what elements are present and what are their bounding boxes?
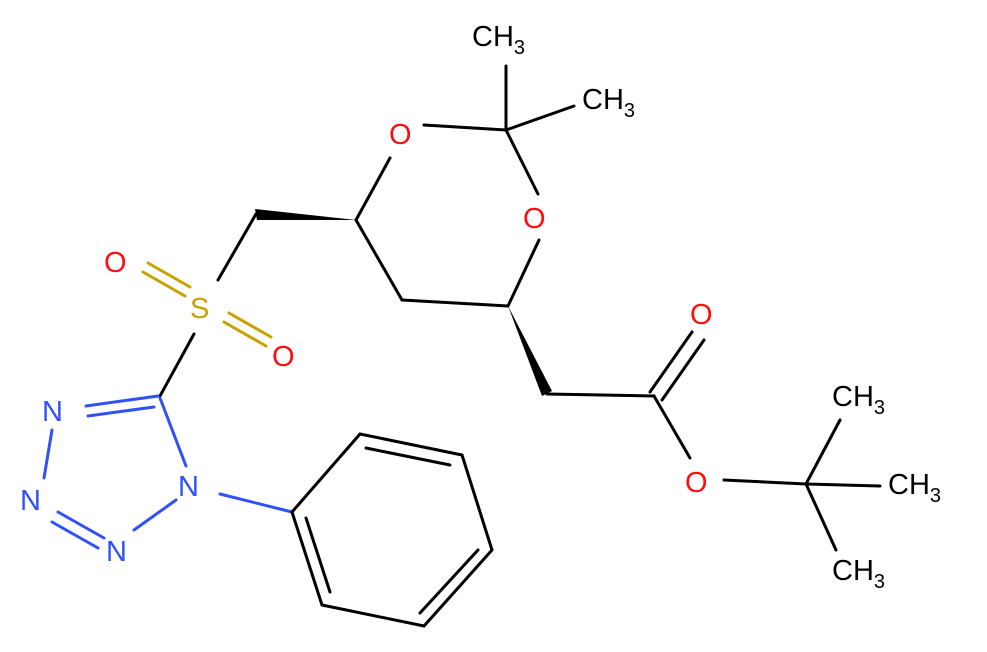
bond-N4-N3 <box>42 428 54 480</box>
bond-O2-ringC3 <box>506 238 541 308</box>
bond-ph-1 <box>290 432 362 514</box>
bond-ph-6 <box>290 510 324 607</box>
bond-O1-Cq <box>422 123 508 132</box>
bonds-ester <box>545 330 882 552</box>
bond-C5-N4-a <box>84 394 160 408</box>
bond-ph-3 <box>460 453 494 552</box>
atom-o-sulfonyl-right: O <box>272 341 295 373</box>
bond-C-O-ester <box>652 394 692 460</box>
atom-o-sulfonyl-left: O <box>104 247 127 279</box>
bond-CH2-S <box>216 212 258 282</box>
atom-ch3-tbu-mid: CH3 <box>888 469 941 507</box>
bond-N1-C5 <box>158 396 188 468</box>
atom-labels: O O CH3 CH3 S O O N N N N O O CH3 CH3 CH… <box>20 21 941 593</box>
bond-ph-4 <box>422 548 494 628</box>
bond-ph-inner-3 <box>304 516 332 594</box>
atom-ch3-tbu-top: CH3 <box>832 381 885 419</box>
bond-N2-N1 <box>132 498 178 532</box>
bond-CH2-Ccarbonyl <box>545 392 656 398</box>
bond-S-C5 <box>158 332 196 398</box>
bond-ringC3-CH2 <box>400 298 510 308</box>
wedge-bond-ringC3-CH2CO <box>508 306 552 396</box>
bond-CH2-ringC1 <box>354 218 404 302</box>
bonds-dioxane-ring <box>354 123 541 308</box>
atom-ch3-tbu-bottom: CH3 <box>832 555 885 593</box>
bonds-sulfonyl <box>141 212 273 398</box>
bond-N3-N2-b <box>50 520 100 550</box>
bond-S-O-left-a <box>141 270 187 298</box>
bond-ringC1-O1 <box>354 156 392 222</box>
bond-S-O-left-b <box>146 261 192 289</box>
atom-n-tetrazole-mid: N <box>20 485 41 517</box>
bonds-phenyl <box>218 432 494 628</box>
bond-C-O-carbonyl-b <box>660 338 706 402</box>
bond-S-O-right-a <box>222 320 268 348</box>
bond-Ctbu-CH3-mid <box>804 482 882 488</box>
atom-n-tetrazole-phenyl: N <box>178 471 199 503</box>
atom-o-ring-top: O <box>389 119 412 151</box>
bond-S-O-right-b <box>227 311 273 339</box>
atom-o-carbonyl: O <box>690 299 713 331</box>
atom-n-tetrazole-bottom: N <box>106 536 127 568</box>
atom-o-ring-right: O <box>523 203 546 235</box>
wedge-bond-ringC1-CH2S <box>255 209 356 220</box>
bond-ph-5 <box>320 603 426 628</box>
bond-C-O-carbonyl-a <box>648 330 694 394</box>
bond-ph-2 <box>358 432 464 457</box>
bond-C5-N4-b <box>86 405 156 418</box>
atom-n-tetrazole-top: N <box>42 396 63 428</box>
atom-sulfur: S <box>190 293 209 325</box>
bond-Ctbu-CH3-top <box>804 418 842 486</box>
bond-Cq-CH3-right <box>504 104 576 132</box>
atom-o-ester: O <box>685 467 708 499</box>
bond-O-Ctbu <box>722 478 808 486</box>
bond-ph-inner-1 <box>364 446 452 467</box>
bond-N1-Cipso <box>218 492 294 514</box>
bonds-tetrazole <box>42 394 188 550</box>
bond-Ctbu-CH3-bottom <box>804 482 838 552</box>
bonds-gem-dimethyl <box>504 64 576 132</box>
atom-ch3-top: CH3 <box>472 21 525 59</box>
bond-Cq-O2 <box>504 128 540 196</box>
atom-ch3-right: CH3 <box>582 84 635 122</box>
bond-N3-N2-a <box>56 510 106 540</box>
bond-ph-inner-2 <box>418 548 480 615</box>
